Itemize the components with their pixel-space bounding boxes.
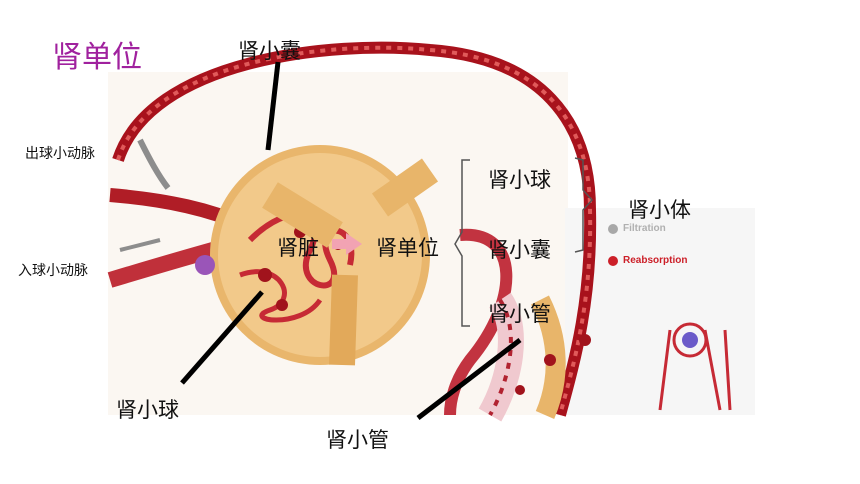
label-afferent-arteriole: 入球小动脉 xyxy=(18,263,88,279)
label-renal-corpuscle: 肾小体 xyxy=(628,198,691,222)
label-nephron: 肾单位 xyxy=(376,236,439,260)
legend-reabsorption: Reabsorption xyxy=(623,255,688,266)
arrow-icon xyxy=(332,233,362,255)
label-glomerulus-bottom: 肾小球 xyxy=(116,398,179,422)
label-efferent-arteriole: 出球小动脉 xyxy=(25,146,95,162)
brace-label-tubule: 肾小管 xyxy=(488,302,551,326)
brace-label-capsule: 肾小囊 xyxy=(488,238,551,262)
label-capsule-top: 肾小囊 xyxy=(238,39,301,63)
inset-nephron xyxy=(658,322,732,411)
brace-label-glomerulus: 肾小球 xyxy=(488,168,551,192)
label-tubule-bottom: 肾小管 xyxy=(326,428,389,452)
label-kidney: 肾脏 xyxy=(277,236,319,260)
legend-filtration: Filtration xyxy=(623,223,666,234)
page-title: 肾单位 xyxy=(52,40,142,75)
